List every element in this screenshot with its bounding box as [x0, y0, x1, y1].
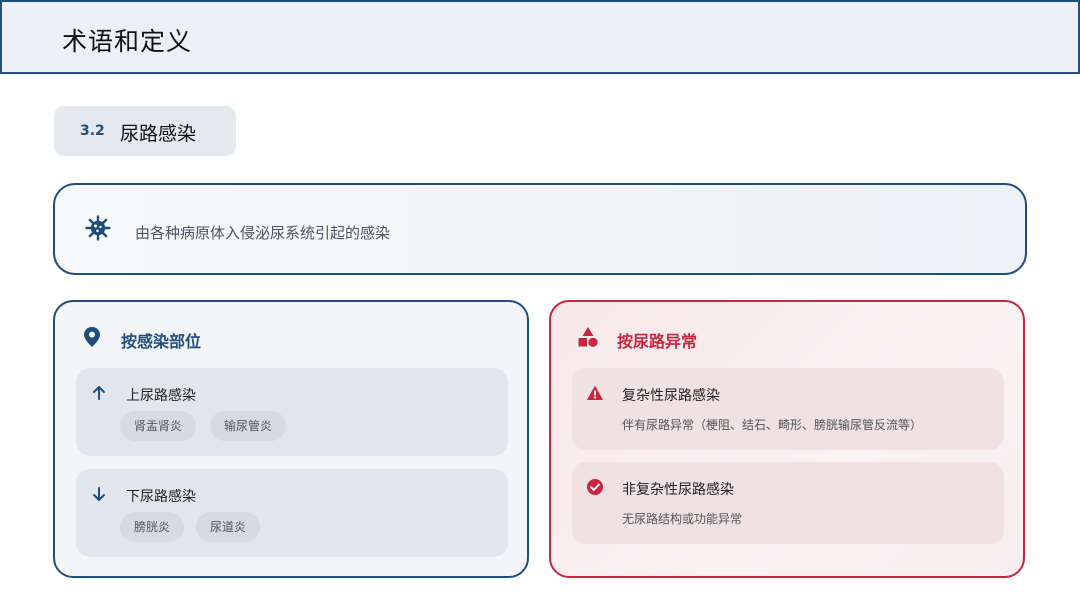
tag-pyelonephritis: 肾盂肾炎 — [120, 411, 197, 441]
complicated-uti-desc: 伴有尿路异常（梗阻、结石、畸形、膀胱输尿管反流等） — [622, 418, 923, 432]
definition-text: 由各种病原体入侵泌尿系统引起的感染 — [135, 224, 391, 242]
definition-box: 由各种病原体入侵泌尿系统引起的感染 — [53, 183, 1027, 275]
lower-uti-title: 下尿路感染 — [126, 489, 196, 505]
section-number: 3.2 — [80, 123, 105, 139]
location-pin-icon — [84, 327, 100, 347]
check-circle-icon — [587, 479, 603, 495]
section-name: 尿路感染 — [120, 123, 197, 145]
by-abnormality-card: 按尿路异常 复杂性尿路感染 伴有尿路异常（梗阻、结石、畸形、膀胱输尿管反流等） … — [549, 300, 1025, 578]
arrow-down-icon — [93, 487, 105, 501]
uncomplicated-uti-desc: 无尿路结构或功能异常 — [622, 512, 743, 526]
shapes-icon — [578, 327, 598, 347]
complicated-uti-title: 复杂性尿路感染 — [622, 388, 720, 404]
lower-uti-panel: 下尿路感染 膀胱炎 尿道炎 — [76, 469, 508, 557]
by-abnormality-title: 按尿路异常 — [617, 332, 698, 351]
arrow-up-icon — [93, 386, 105, 400]
tag-cystitis: 膀胱炎 — [120, 512, 185, 542]
complicated-uti-panel: 复杂性尿路感染 伴有尿路异常（梗阻、结石、畸形、膀胱输尿管反流等） — [572, 368, 1004, 450]
virus-icon — [85, 215, 111, 241]
section-tag: 3.2 尿路感染 — [54, 106, 236, 156]
by-site-card: 按感染部位 上尿路感染 肾盂肾炎 输尿管炎 下尿路感染 膀胱炎 尿道炎 — [53, 300, 529, 578]
tag-ureteritis: 输尿管炎 — [210, 411, 287, 441]
by-site-title: 按感染部位 — [121, 332, 202, 351]
upper-uti-panel: 上尿路感染 肾盂肾炎 输尿管炎 — [76, 368, 508, 456]
tag-urethritis: 尿道炎 — [196, 512, 261, 542]
header-bar: 术语和定义 — [0, 0, 1080, 74]
upper-uti-title: 上尿路感染 — [126, 388, 196, 404]
uncomplicated-uti-title: 非复杂性尿路感染 — [622, 482, 734, 498]
page-title: 术语和定义 — [62, 27, 193, 56]
warning-icon — [587, 385, 603, 400]
uncomplicated-uti-panel: 非复杂性尿路感染 无尿路结构或功能异常 — [572, 462, 1004, 544]
